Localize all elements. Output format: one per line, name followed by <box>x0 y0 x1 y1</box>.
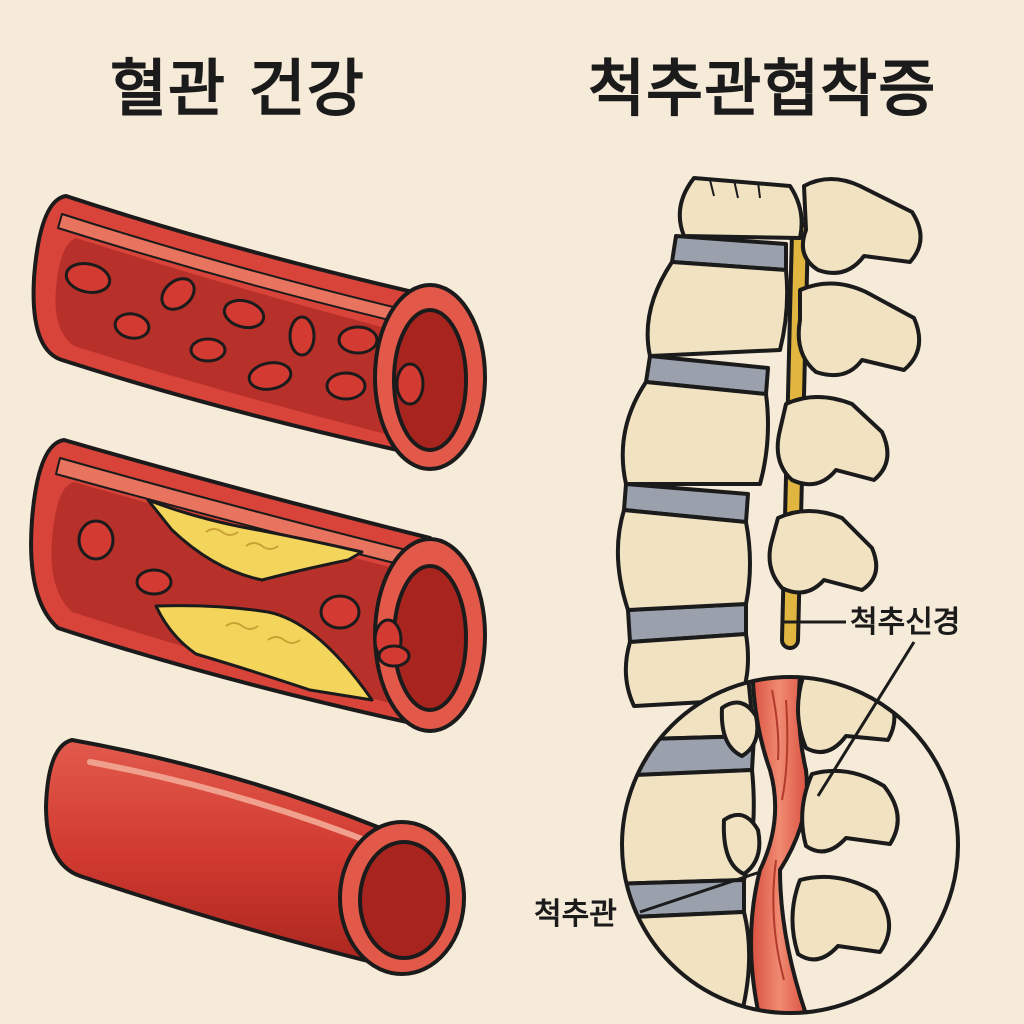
spinal-canal-label: 척추관 <box>534 897 617 932</box>
smooth-vessel-icon <box>44 738 466 976</box>
spine-icon <box>615 176 923 708</box>
spinal-nerve-label: 척추신경 <box>850 605 960 640</box>
spinal-canal-callout: 척추관 <box>534 870 761 932</box>
healthy-vessel-icon <box>31 194 487 471</box>
vessel-health-title: 혈관 건강 <box>110 52 365 125</box>
magnified-stenosis-icon <box>620 675 960 1015</box>
spinal-nerve-callout: 척추신경 <box>782 605 960 797</box>
spinal-stenosis-title: 척추관협착증 <box>588 52 937 125</box>
plaque-vessel-icon <box>29 438 487 733</box>
